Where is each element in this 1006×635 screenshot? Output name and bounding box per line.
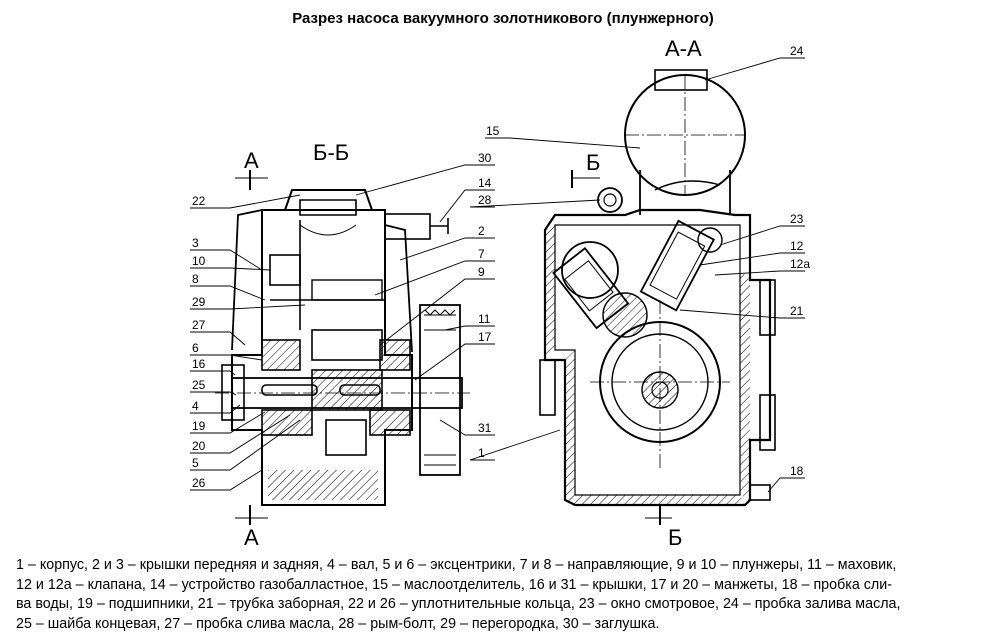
legend-line-4: 25 – шайба концевая, 27 – пробка слива м…: [16, 615, 660, 632]
section-label-bb: Б-Б: [313, 140, 349, 165]
callout-18: 18: [790, 464, 804, 478]
callout-11: 11: [478, 312, 491, 326]
callout-26: 26: [192, 476, 206, 490]
callout-19: 19: [192, 419, 206, 433]
callout-29: 29: [192, 295, 206, 309]
callout-17: 17: [478, 330, 492, 344]
section-mark-a-bottom: А: [244, 525, 259, 550]
callout-21: 21: [790, 304, 804, 318]
callout-8: 8: [192, 272, 199, 286]
callout-15: 15: [486, 124, 500, 138]
callouts-left-group: 22 3 10 8 29 27 6 16 25 4 19 20 5 26: [192, 194, 206, 490]
section-mark-b-bottom: Б: [668, 525, 682, 550]
callout-10: 10: [192, 254, 206, 268]
legend-line-1: 1 – корпус, 2 и 3 – крышки передняя и за…: [16, 557, 897, 573]
leader-lines-left: [190, 194, 306, 491]
callout-5: 5: [192, 456, 199, 470]
callout-30: 30: [478, 151, 492, 165]
callouts-middle-group: 30 14 2 7 9 11 17 31 1 28 15: [478, 124, 500, 460]
section-label-aa: А-А: [665, 36, 702, 61]
section-mark-a-top: А: [244, 148, 259, 173]
callout-16: 16: [192, 357, 206, 371]
callout-25: 25: [192, 378, 206, 392]
diagram-title: Разрез насоса вакуумного золотникового (…: [292, 10, 714, 27]
legend-line-3: ва воды, 19 – подшипники, 21 – трубка за…: [16, 596, 901, 612]
callout-14: 14: [478, 176, 492, 190]
callout-22: 22: [192, 194, 206, 208]
pump-cross-section-drawing: Б-Б А-А А А Б Б 22 3 10 8 29 27 6 16 25 …: [190, 36, 810, 550]
legend-line-2: 12 и 12а – клапана, 14 – устройство газо…: [16, 576, 893, 593]
section-aa-view: [539, 69, 776, 525]
callout-28: 28: [478, 193, 492, 207]
callout-9: 9: [478, 265, 485, 279]
callout-12a: 12а: [790, 257, 810, 271]
callout-4: 4: [192, 399, 199, 413]
callout-7: 7: [478, 247, 485, 261]
callout-3: 3: [192, 236, 199, 250]
callout-27: 27: [192, 318, 206, 332]
callout-24: 24: [790, 44, 804, 58]
callout-1: 1: [478, 446, 485, 460]
section-mark-b-top: Б: [586, 150, 600, 175]
callout-23: 23: [790, 212, 804, 226]
callouts-right-group: 24 23 12 12а 21 18: [790, 44, 810, 478]
callout-2: 2: [478, 224, 485, 238]
parts-legend: 1 – корпус, 2 и 3 – крышки передняя и за…: [16, 556, 996, 634]
section-bb-view: [215, 170, 470, 525]
callout-20: 20: [192, 439, 206, 453]
callout-31: 31: [478, 421, 492, 435]
callout-6: 6: [192, 341, 199, 355]
leader-lines-middle: [355, 137, 641, 461]
callout-12: 12: [790, 239, 804, 253]
leader-lines-right: [679, 57, 805, 493]
